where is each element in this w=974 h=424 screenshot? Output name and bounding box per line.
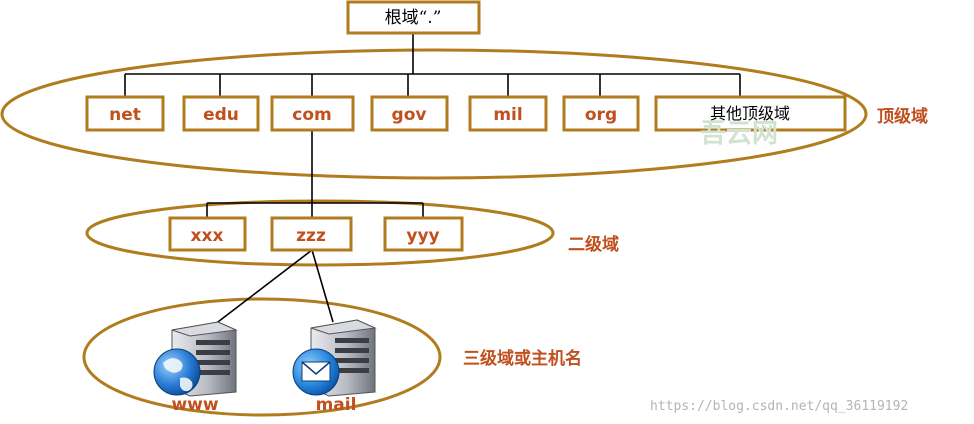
second-level-node-xxx: xxx (168, 216, 247, 252)
watermark-text: 吾云网 (700, 119, 778, 149)
root-domain-node: 根域“.” (346, 0, 481, 35)
top-level-label-mil: mil (493, 105, 522, 125)
top-level-node-org: org (562, 95, 640, 132)
top-level-node-other: 其他顶级域 (654, 95, 847, 132)
second-level-label-yyy: yyy (406, 226, 439, 246)
top-level-label-com: com (292, 105, 331, 125)
second-level-ellipse (85, 199, 555, 267)
top-level-label-net: net (109, 105, 141, 125)
top-level-node-gov: gov (370, 95, 449, 132)
top-level-node-mil: mil (468, 95, 548, 132)
connector-lines (124, 33, 741, 329)
top-level-label-org: org (585, 105, 617, 125)
top-level-label-edu: edu (203, 105, 239, 125)
second-level-node-yyy: yyy (383, 216, 464, 252)
third-level-caption: 三级域或主机名 (463, 348, 582, 369)
mail-host-label: mail (316, 395, 357, 415)
third-level-ellipse (82, 297, 442, 417)
second-level-label-xxx: xxx (191, 226, 224, 246)
top-level-caption: 顶级域 (877, 106, 928, 127)
second-level-caption: 二级域 (568, 234, 619, 255)
www-host-node: www (153, 321, 238, 415)
second-level-label-zzz: zzz (296, 226, 326, 246)
root-domain-label: 根域“.” (385, 8, 442, 28)
source-url-text: https://blog.csdn.net/qq_36119192 (650, 399, 908, 414)
second-level-node-zzz: zzz (270, 216, 353, 252)
top-level-node-com: com (270, 95, 355, 132)
top-level-label-other: 其他顶级域 (710, 104, 790, 123)
top-level-node-edu: edu (182, 95, 260, 132)
web-server-globe-icon (153, 321, 238, 397)
top-level-ellipse (0, 48, 868, 180)
mail-server-envelope-icon (292, 319, 377, 397)
mail-host-node: mail (292, 319, 377, 415)
top-level-node-net: net (85, 95, 165, 132)
www-host-label: www (171, 395, 218, 415)
top-level-label-gov: gov (392, 105, 427, 125)
